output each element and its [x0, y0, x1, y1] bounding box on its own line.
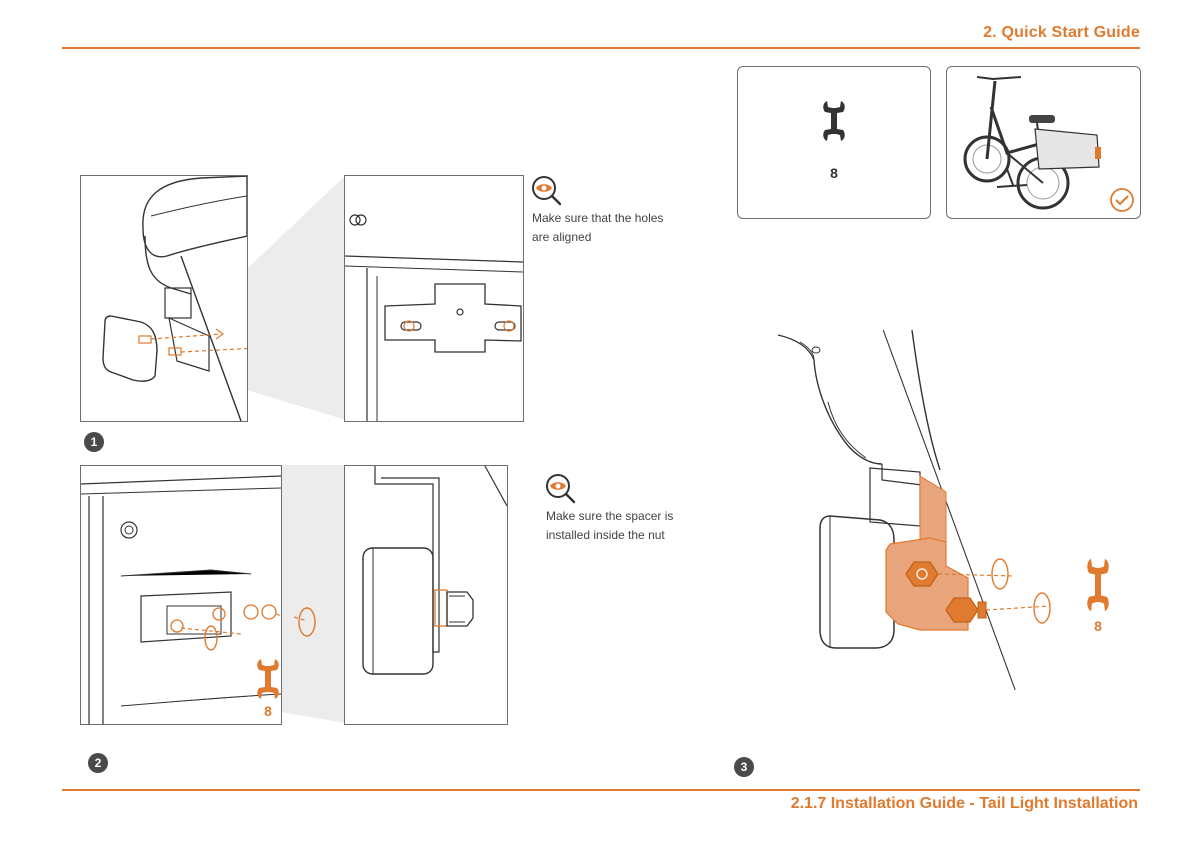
wrench-size-label: 8	[820, 165, 848, 181]
step2-overview-illustration	[80, 465, 282, 725]
step1-overview-illustration	[80, 175, 248, 422]
step2-detail-illustration	[344, 465, 508, 725]
step2-wrench: 8	[254, 657, 282, 723]
check-circle-icon	[1109, 187, 1135, 213]
step-1-badge: 1	[84, 432, 104, 452]
header-rule	[62, 47, 1140, 49]
page-section-title: 2. Quick Start Guide	[983, 24, 1140, 42]
step1-note: Make sure that the holes are aligned	[532, 209, 692, 247]
zoom-connector	[230, 175, 350, 420]
step1-note-line: Make sure that the holes	[532, 209, 692, 228]
step1-detail-illustration	[344, 175, 524, 422]
wrench-icon	[1084, 556, 1112, 614]
step-3-badge: 3	[734, 757, 754, 777]
wrench-icon	[254, 657, 282, 701]
footer-rule	[62, 789, 1140, 791]
step1-note-line: are aligned	[532, 228, 692, 247]
step-2-badge: 2	[88, 753, 108, 773]
inspect-eye-icon	[530, 175, 564, 207]
wrench-size-label: 8	[254, 703, 282, 719]
step3-wrench: 8	[1084, 556, 1112, 638]
step2-note-line: Make sure the spacer is	[546, 507, 706, 526]
inspect-eye-icon	[544, 473, 578, 505]
step3-illustration	[770, 330, 1060, 690]
step2-note-line: installed inside the nut	[546, 526, 706, 545]
page-subsection-title: 2.1.7 Installation Guide - Tail Light In…	[791, 795, 1138, 813]
rotate-arrow-icon	[292, 605, 322, 639]
bike-complete-card	[946, 66, 1141, 219]
tool-required-card: 8	[737, 66, 931, 219]
wrench-size-label: 8	[1084, 618, 1112, 634]
wrench-icon	[820, 99, 848, 143]
step2-note: Make sure the spacer is installed inside…	[546, 507, 706, 545]
